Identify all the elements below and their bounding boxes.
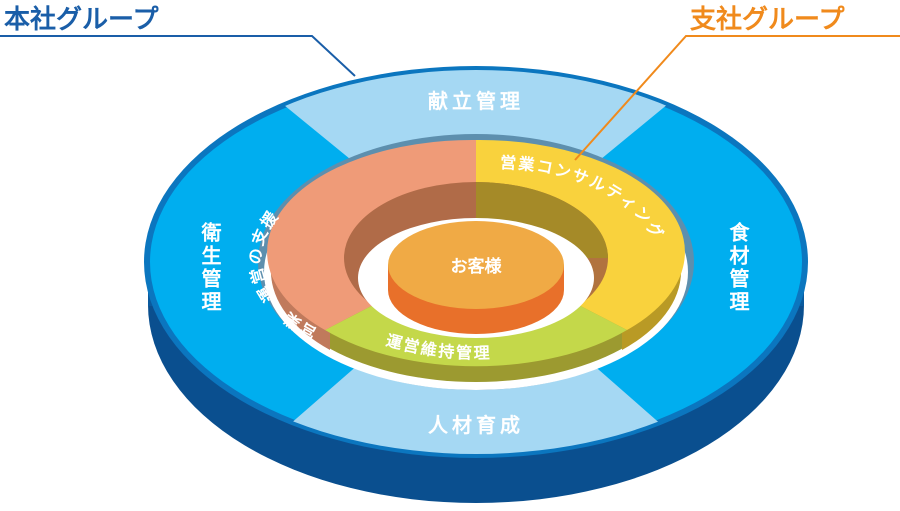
head-office-group-label: 本社グループ: [4, 4, 159, 35]
customer-center: お客様: [388, 221, 564, 334]
branch-group-label: 支社グループ: [690, 4, 845, 35]
center-label: お客様: [451, 256, 503, 277]
head-office-leader-line: [0, 35, 356, 77]
label-ingredient-management: 食材管理: [726, 221, 750, 314]
label-hygiene-management: 衛生管理: [198, 221, 222, 314]
branch-leader-line: [574, 35, 900, 161]
label-menu-management: 献立管理: [428, 89, 524, 113]
sector-hr-development: [180, 262, 770, 454]
label-hr-development: 人材育成: [428, 413, 524, 437]
